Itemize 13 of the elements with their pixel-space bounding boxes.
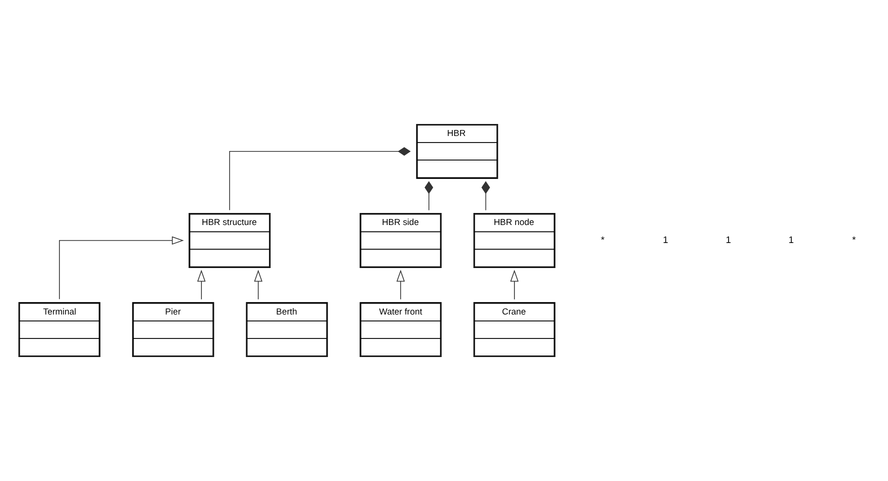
label: 1 <box>662 234 668 246</box>
connector <box>424 181 434 211</box>
label: * <box>852 234 856 246</box>
arrow <box>197 270 206 300</box>
arrow <box>396 270 405 300</box>
label: 1 <box>788 234 794 246</box>
label: 1 <box>726 234 732 246</box>
arrow <box>59 236 184 300</box>
arrow <box>254 270 262 300</box>
connector <box>481 181 490 211</box>
label: * <box>600 234 605 246</box>
connector <box>229 147 411 210</box>
arrow <box>510 270 519 300</box>
